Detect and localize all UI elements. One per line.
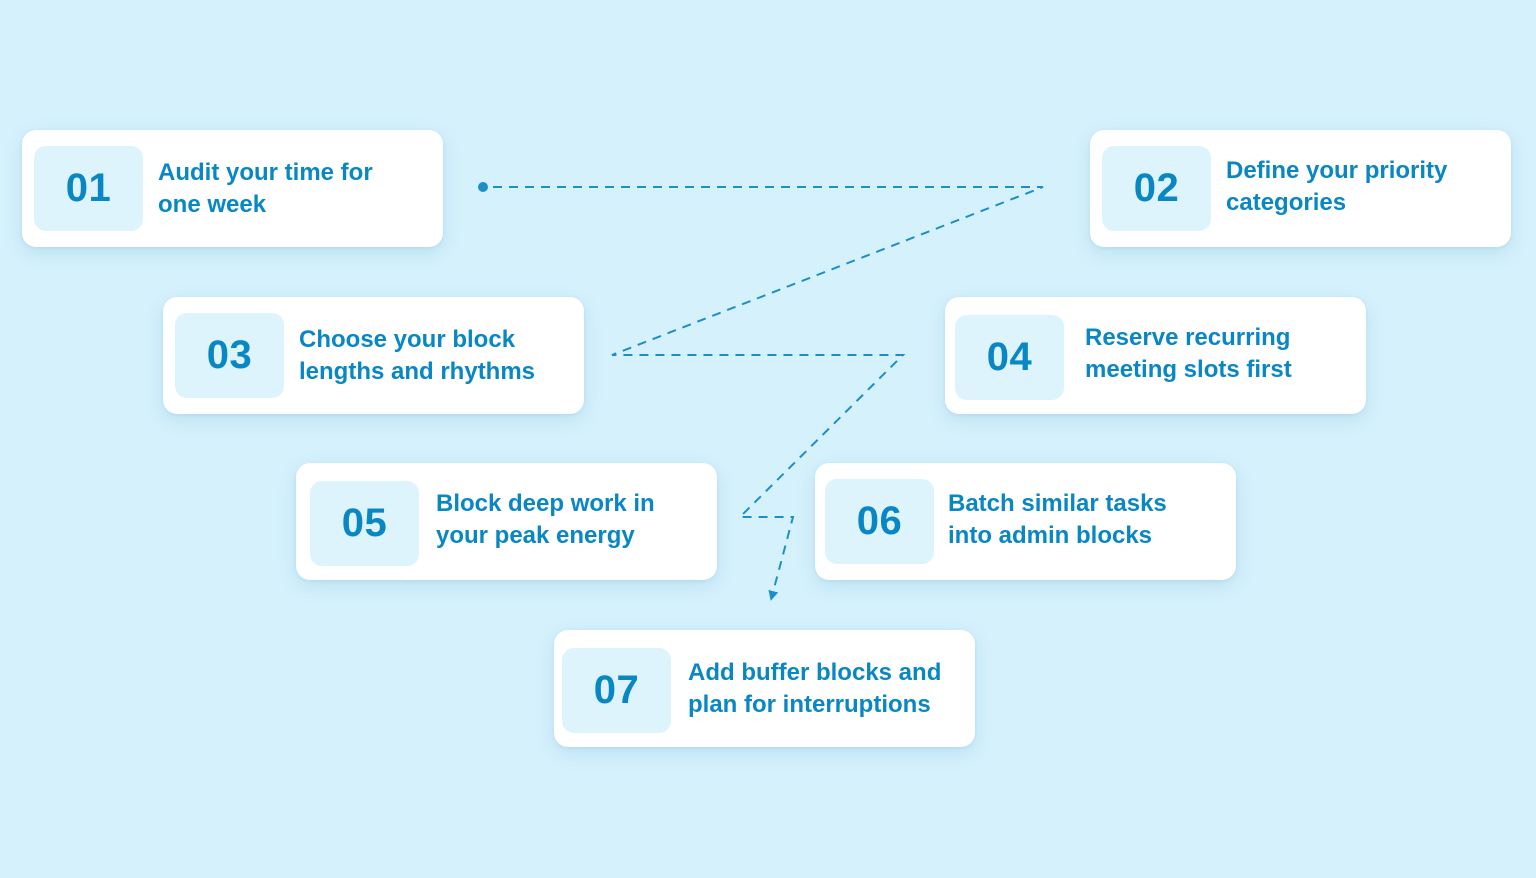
step-number-badge: 05 (310, 481, 419, 566)
step-number: 02 (1133, 166, 1180, 210)
step-number: 01 (65, 166, 112, 210)
step-number-badge: 02 (1102, 146, 1211, 231)
step-card-04: 04 Reserve recurring meeting slots first (945, 297, 1366, 414)
step-card-03: 03 Choose your block lengths and rhythms (163, 297, 584, 414)
step-number-badge: 06 (825, 479, 934, 564)
step-label: Define your priority categories (1226, 156, 1448, 216)
step-number-badge: 04 (955, 315, 1064, 400)
step-number-badge: 01 (34, 146, 143, 231)
step-card-05: 05 Block deep work in your peak energy (296, 463, 717, 580)
step-number-badge: 03 (175, 313, 284, 398)
step-card-01: 01 Audit your time for one week (22, 130, 443, 247)
step-label: Reserve recurring meeting slots first (1085, 323, 1292, 383)
step-number: 05 (341, 501, 388, 545)
step-label: Choose your block lengths and rhythms (299, 325, 536, 385)
step-number: 04 (986, 335, 1033, 379)
step-card-06: 06 Batch similar tasks into admin blocks (815, 463, 1236, 580)
step-label: Audit your time for one week (158, 158, 373, 218)
step-number: 03 (206, 333, 253, 377)
step-number-badge: 07 (562, 648, 671, 733)
start-dot-icon (478, 182, 488, 192)
step-card-02: 02 Define your priority categories (1090, 130, 1511, 247)
step-number: 06 (856, 499, 903, 543)
step-label: Block deep work in your peak energy (436, 489, 655, 549)
step-number: 07 (593, 668, 640, 712)
step-card-07: 07 Add buffer blocks and plan for interr… (554, 630, 975, 747)
step-label: Add buffer blocks and plan for interrupt… (688, 658, 942, 718)
step-label: Batch similar tasks into admin blocks (948, 489, 1167, 549)
